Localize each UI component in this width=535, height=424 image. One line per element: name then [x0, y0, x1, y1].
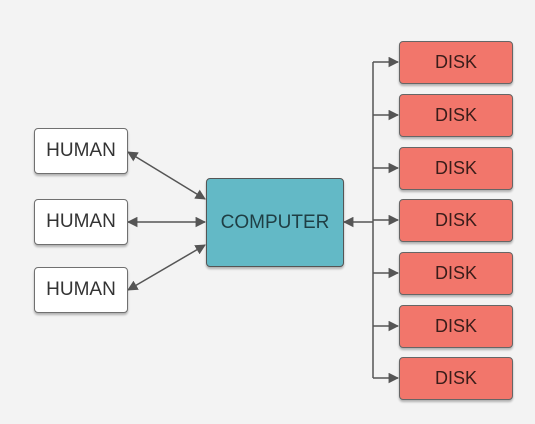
edge-human-3-computer	[127, 244, 206, 291]
disk-node-7: DISK	[399, 357, 513, 400]
disk-node-4: DISK	[399, 199, 513, 242]
disk-node-3: DISK	[399, 147, 513, 190]
human-node-1: HUMAN	[34, 128, 128, 174]
disk-node-5: DISK	[399, 252, 513, 295]
human-node-2: HUMAN	[34, 199, 128, 245]
edge-human-1-computer	[127, 151, 206, 200]
computer-node: COMPUTER	[206, 178, 344, 267]
disk-node-6: DISK	[399, 305, 513, 348]
human-node-3: HUMAN	[34, 267, 128, 313]
disk-node-2: DISK	[399, 94, 513, 137]
disk-node-1: DISK	[399, 41, 513, 84]
